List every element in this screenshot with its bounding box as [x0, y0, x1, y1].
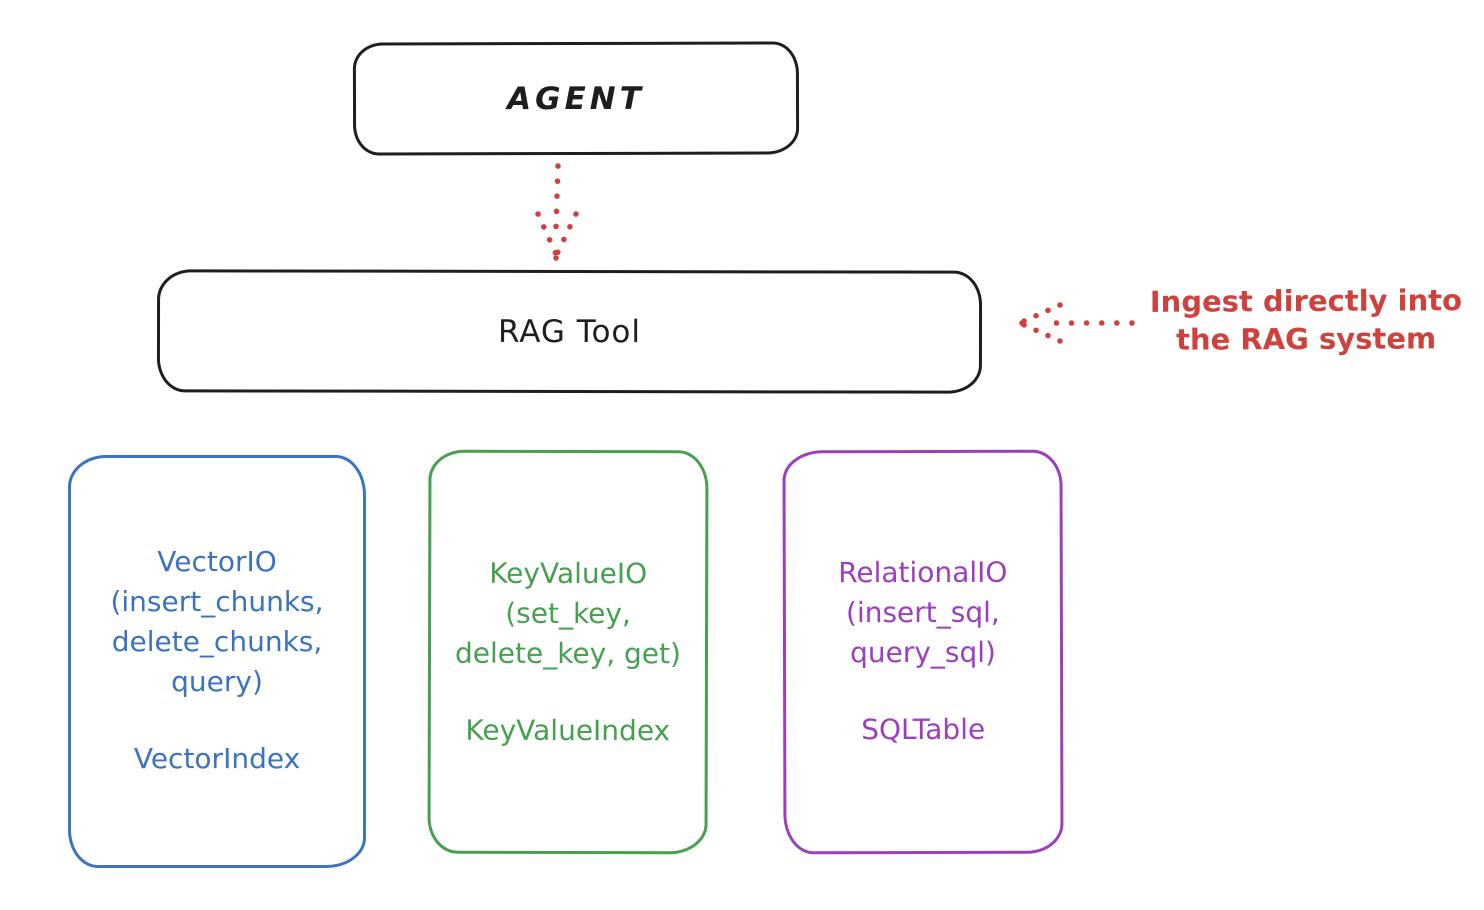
- annotation-line-2: the RAG system: [1175, 321, 1437, 357]
- vector-index-label: VectorIndex: [133, 742, 301, 775]
- arrow-agent-to-rag-tool-icon: [535, 163, 579, 261]
- annotation-line-1: Ingest directly into: [1149, 283, 1463, 319]
- vector-io-line: VectorIO: [157, 545, 277, 578]
- annotation-ingest-note: Ingest directly into the RAG system: [1128, 281, 1484, 359]
- sql-table-label: SQLTable: [861, 712, 986, 747]
- relational-io-line: query_sql): [850, 635, 996, 670]
- relational-io-line: RelationalIO: [838, 555, 1008, 590]
- vector-io-line: (insert_chunks,: [110, 585, 324, 618]
- rag-tool-label: RAG Tool: [497, 313, 642, 350]
- agent-label: AGENT: [507, 80, 645, 117]
- rag-tool-box: RAG Tool: [156, 269, 983, 394]
- keyvalue-index-label: KeyValueIndex: [465, 713, 671, 748]
- relational-io-line: (insert_sql,: [845, 595, 1000, 630]
- vector-io-line: query): [171, 665, 263, 698]
- keyvalue-io-box: KeyValueIO (set_key, delete_key, get) Ke…: [427, 449, 709, 855]
- keyvalue-io-line: (set_key,: [505, 596, 631, 631]
- relational-io-box: RelationalIO (insert_sql, query_sql) SQL…: [782, 449, 1064, 855]
- keyvalue-io-line: delete_key, get): [454, 636, 682, 671]
- keyvalue-io-line: KeyValueIO: [489, 556, 648, 591]
- agent-box: AGENT: [352, 41, 800, 156]
- vector-io-box: VectorIO (insert_chunks, delete_chunks, …: [68, 455, 366, 868]
- vector-io-line: delete_chunks,: [111, 625, 323, 658]
- arrow-annotation-to-rag-tool-icon: [1019, 302, 1135, 344]
